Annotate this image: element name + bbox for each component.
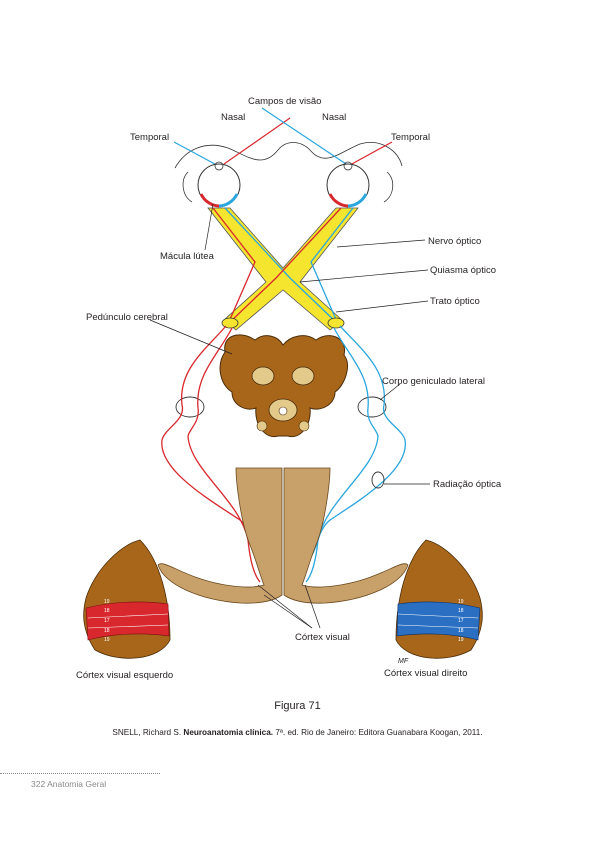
figure-reference: SNELL, Richard S. Neuroanatomia clínica.…	[0, 728, 595, 737]
area-19-top-left: 19	[104, 599, 110, 605]
illustrator-signature: MF	[398, 658, 409, 665]
optic-chiasm	[207, 207, 359, 331]
face-outline	[174, 142, 403, 169]
reference-rest: 7ª. ed. Rio de Janeiro: Editora Guanabar…	[273, 728, 483, 737]
area-17-right: 17	[458, 618, 464, 624]
area-18-top-right: 18	[458, 608, 464, 614]
area-17-left: 17	[104, 618, 110, 624]
area-18-top-left: 18	[104, 608, 110, 614]
label-campos-visao: Campos de visão	[248, 96, 321, 107]
left-tract-end	[221, 317, 239, 329]
leader-cortex-left	[257, 584, 313, 629]
label-trato-optico: Trato óptico	[430, 296, 480, 307]
leader-macula	[204, 203, 214, 251]
area-19-top-right: 19	[458, 599, 464, 605]
right-visual-cortex	[395, 539, 483, 659]
right-ear-outline	[383, 171, 394, 203]
label-macula-lutea: Mácula lútea	[160, 251, 215, 262]
occipital-lobes	[157, 467, 409, 604]
ray-nasal-left	[223, 117, 291, 165]
figure-label: Figura 71	[274, 700, 321, 712]
leader-trato	[335, 300, 429, 313]
book-title: Anatomia Geral	[47, 779, 107, 789]
leader-peduncle	[149, 319, 233, 355]
leader-geniculado	[379, 383, 401, 401]
leader-cortex-right	[304, 584, 321, 629]
page-footer: 322 Anatomia Geral	[31, 779, 106, 789]
label-nasal-right: Nasal	[322, 112, 346, 123]
area-19-bottom-right: 19	[458, 637, 464, 643]
right-tract-end	[327, 317, 345, 329]
label-corpo-geniculado: Corpo geniculado lateral	[382, 376, 485, 387]
area-18-bottom-left: 18	[104, 628, 110, 634]
leader-quiasma	[299, 269, 429, 283]
area-19-bottom-left: 19	[104, 637, 110, 643]
label-cortex-direito: Córtex visual direito	[384, 668, 467, 679]
ray-nasal-right	[261, 107, 353, 169]
label-cortex-esquerdo: Córtex visual esquerdo	[76, 670, 173, 681]
right-tract-fiber-1	[311, 325, 406, 556]
area-18-bottom-right: 18	[458, 628, 464, 634]
ray-temporal-right	[349, 141, 393, 166]
label-quiasma-optico: Quiasma óptico	[430, 265, 496, 276]
label-nervo-optico: Nervo óptico	[428, 236, 481, 247]
left-eye	[197, 161, 241, 208]
optic-radiation-ring	[371, 471, 385, 489]
label-cortex-visual: Córtex visual	[295, 632, 350, 643]
right-lateral-geniculate	[357, 396, 387, 418]
left-ear-outline	[182, 171, 193, 203]
midbrain-section	[219, 334, 348, 438]
figure-caption: Figura 71	[0, 700, 595, 712]
reference-title: Neuroanatomia clínica.	[183, 728, 274, 737]
footer-divider	[0, 773, 160, 774]
left-visual-cortex	[83, 539, 171, 659]
leader-cortex-left-2	[263, 594, 313, 629]
leader-nervo	[336, 239, 426, 248]
reference-author: SNELL, Richard S.	[112, 728, 184, 737]
left-lateral-geniculate	[175, 396, 205, 418]
right-tract-fiber-2	[305, 327, 379, 583]
label-temporal-right: Temporal	[391, 132, 430, 143]
label-nasal-left: Nasal	[221, 112, 245, 123]
label-temporal-left: Temporal	[130, 132, 169, 143]
page-number: 322	[31, 779, 46, 789]
label-radiacao-optica: Radiação óptica	[433, 479, 502, 490]
label-peduncle: Pedúnculo cerebral	[86, 312, 168, 323]
left-tract-fiber-2	[187, 327, 261, 583]
right-eye	[326, 161, 370, 208]
